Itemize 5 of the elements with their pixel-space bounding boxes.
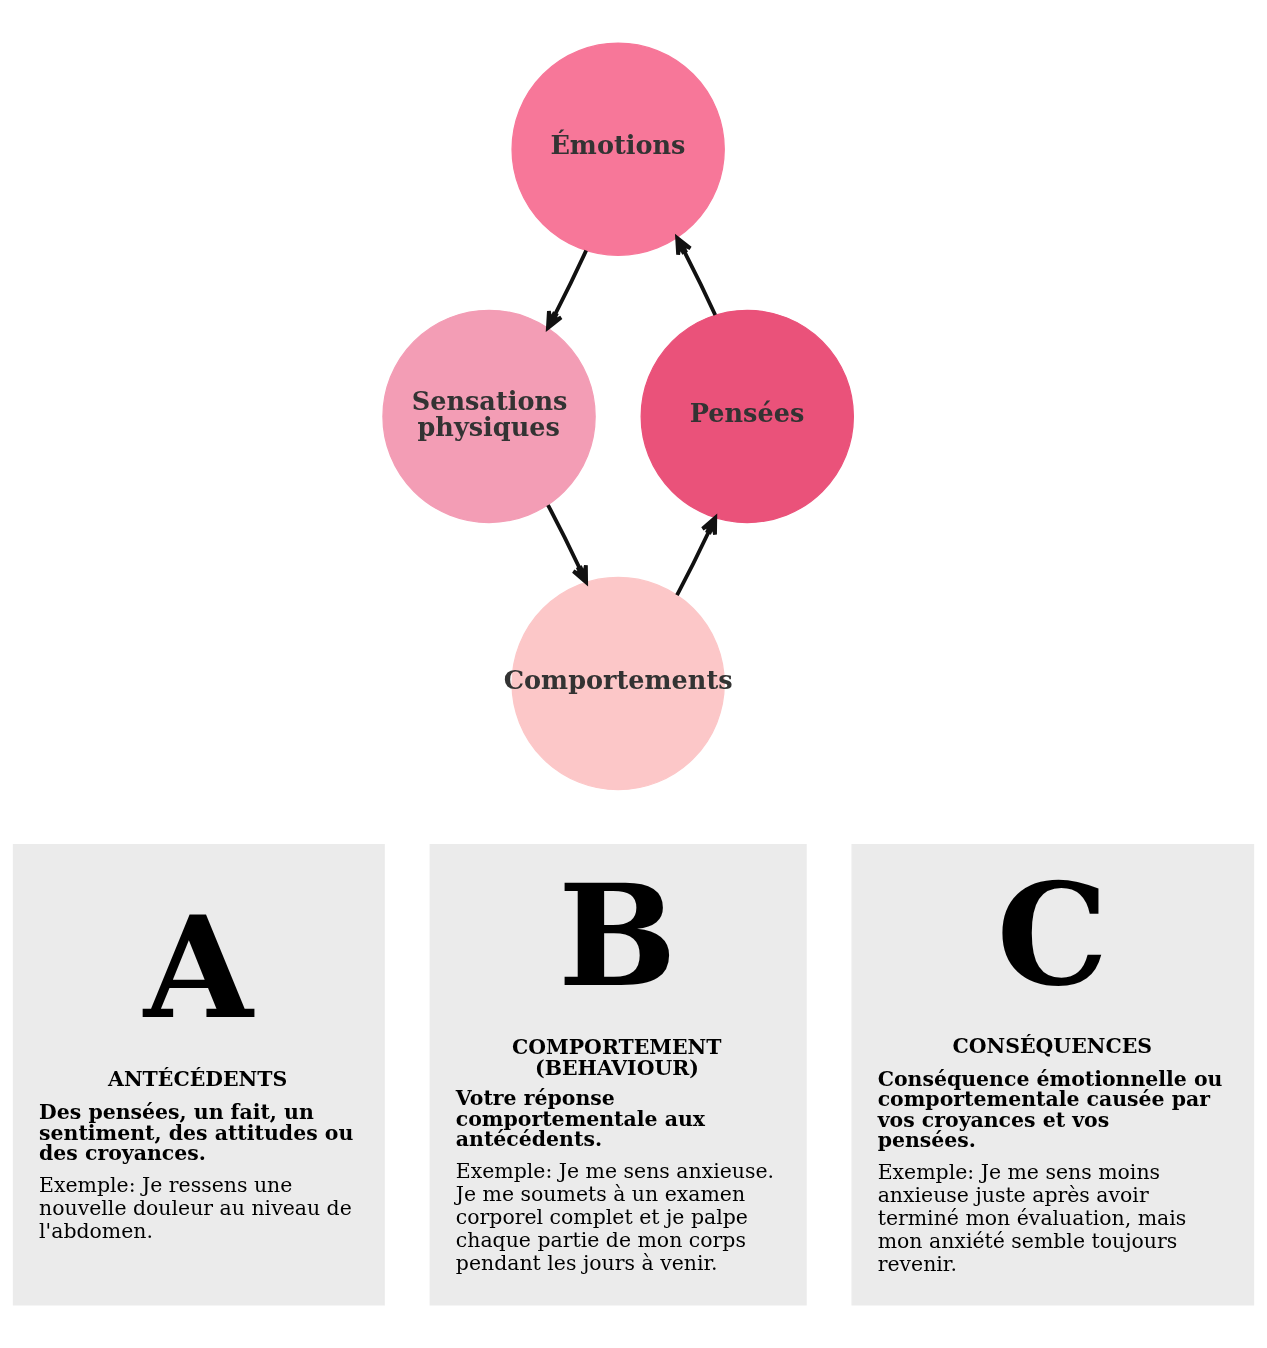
node-circle: Pensées [640, 309, 854, 524]
arrow [675, 235, 717, 316]
arrow [675, 515, 718, 596]
arrow [546, 504, 589, 585]
arrow [546, 249, 588, 330]
